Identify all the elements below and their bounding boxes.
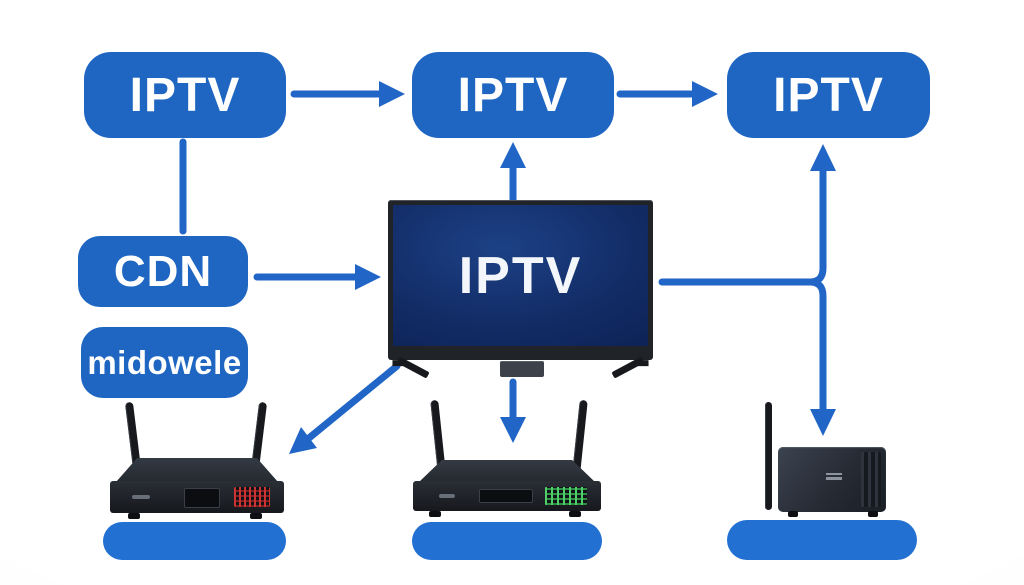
tv-set: IPTV (388, 200, 653, 379)
device-foot (569, 511, 581, 517)
cdn-box: CDN (78, 236, 248, 307)
tv-screen-label: IPTV (458, 246, 583, 305)
device-front-panel (110, 481, 284, 513)
display-window (479, 489, 533, 503)
keypad-grid (234, 487, 270, 507)
device-label-pill (412, 522, 602, 560)
iptv-source-box: IPTV (84, 52, 286, 138)
iptv-delivery-label: IPTV (773, 68, 884, 122)
antenna (765, 402, 772, 510)
brand-box: midowele (81, 327, 248, 398)
device-top (419, 460, 595, 482)
brand-label: midowele (87, 343, 242, 381)
tv-screen: IPTV (393, 205, 648, 346)
device-foot (788, 511, 798, 517)
cdn-label: CDN (113, 246, 213, 296)
device-label-pill (727, 520, 917, 560)
iptv-source-label: IPTV (129, 68, 241, 122)
device-foot (128, 513, 140, 519)
device-front-panel (413, 481, 601, 511)
vent-grille (861, 452, 881, 507)
display-window (184, 488, 220, 508)
set-top-box-two-antennas-display-icon (407, 392, 607, 522)
device-body (778, 447, 886, 512)
led-panel (545, 487, 587, 505)
device-foot (429, 511, 441, 517)
device-front-marking (132, 495, 150, 499)
device-top (116, 458, 278, 482)
device-logo-mark (826, 473, 842, 480)
tv-stand (500, 361, 544, 377)
device-front-marking (439, 494, 455, 498)
iptv-delivery-box: IPTV (727, 52, 930, 138)
device-label-pill (103, 522, 286, 560)
iptv-middleware-label: IPTV (457, 68, 569, 122)
device-foot (868, 511, 878, 517)
iptv-middleware-box: IPTV (412, 52, 614, 138)
set-top-box-two-antennas-icon (100, 398, 295, 522)
router-one-antenna-icon (752, 400, 902, 518)
device-foot (250, 513, 262, 519)
